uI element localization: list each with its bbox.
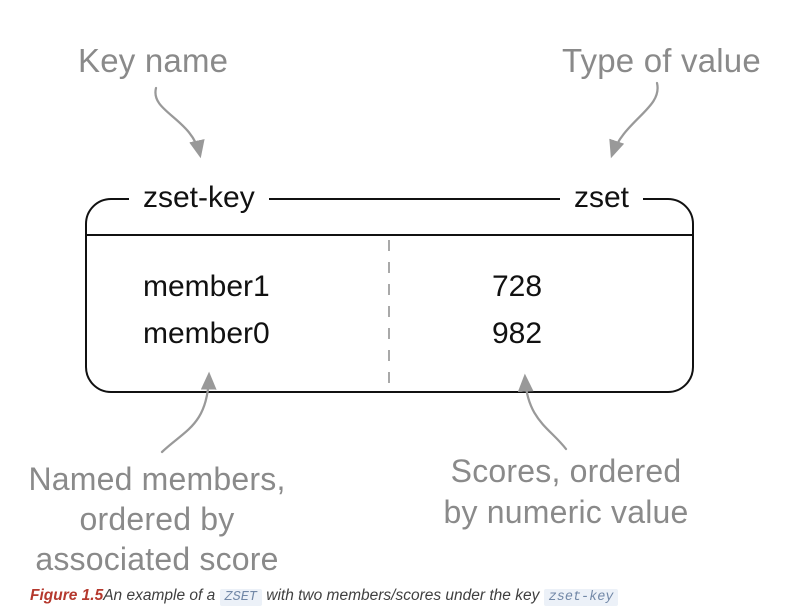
zset-type-header: zset xyxy=(560,180,644,216)
zset-box xyxy=(85,198,694,393)
figure-caption-text-middle: with two members/scores under the key xyxy=(261,587,544,604)
score-cell-row1: 728 xyxy=(491,270,543,303)
type-of-value-arrow xyxy=(609,81,659,159)
member-cell-row1: member1 xyxy=(143,270,270,303)
key-name-annotation: Key name xyxy=(78,42,229,79)
figure-caption-text-before: An example of a xyxy=(103,587,220,604)
members-note-line2: ordered by xyxy=(79,501,235,537)
type-of-value-annotation: Type of value xyxy=(562,42,761,79)
score-cell-row2: 982 xyxy=(491,317,543,350)
key-name-arrow xyxy=(154,86,205,159)
members-note-line3: associated score xyxy=(35,541,279,577)
members-note-annotation: Named members, ordered by associated sco… xyxy=(28,459,286,579)
scores-note-line1: Scores, ordered xyxy=(450,453,682,489)
members-note-line1: Named members, xyxy=(28,461,286,497)
figure-caption-label: Figure 1.5 xyxy=(30,587,104,604)
scores-note-line2: by numeric value xyxy=(443,494,689,530)
figure-caption: Figure 1.5An example of a ZSET with two … xyxy=(30,587,770,606)
figure-caption-code-type: ZSET xyxy=(219,589,262,606)
member-cell-row2: member0 xyxy=(143,317,270,350)
figure-caption-code-key: zset-key xyxy=(543,589,619,606)
zset-key-header: zset-key xyxy=(129,180,269,216)
scores-note-annotation: Scores, ordered by numeric value xyxy=(437,451,695,533)
